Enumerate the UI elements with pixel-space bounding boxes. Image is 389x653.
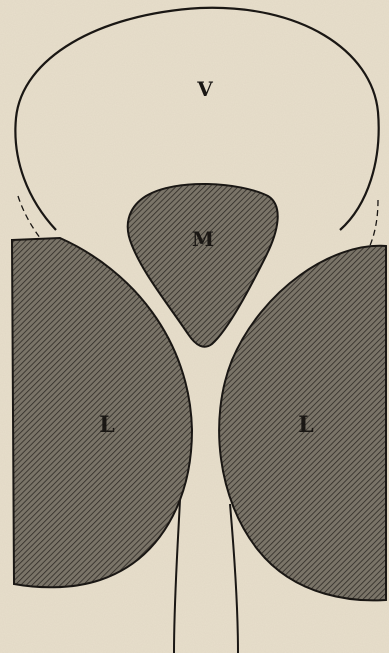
- label-left-lobe: L: [99, 412, 114, 438]
- label-right-lobe: L: [298, 412, 313, 438]
- label-vessel: V: [196, 77, 213, 101]
- label-middle-lobe: M: [192, 227, 214, 251]
